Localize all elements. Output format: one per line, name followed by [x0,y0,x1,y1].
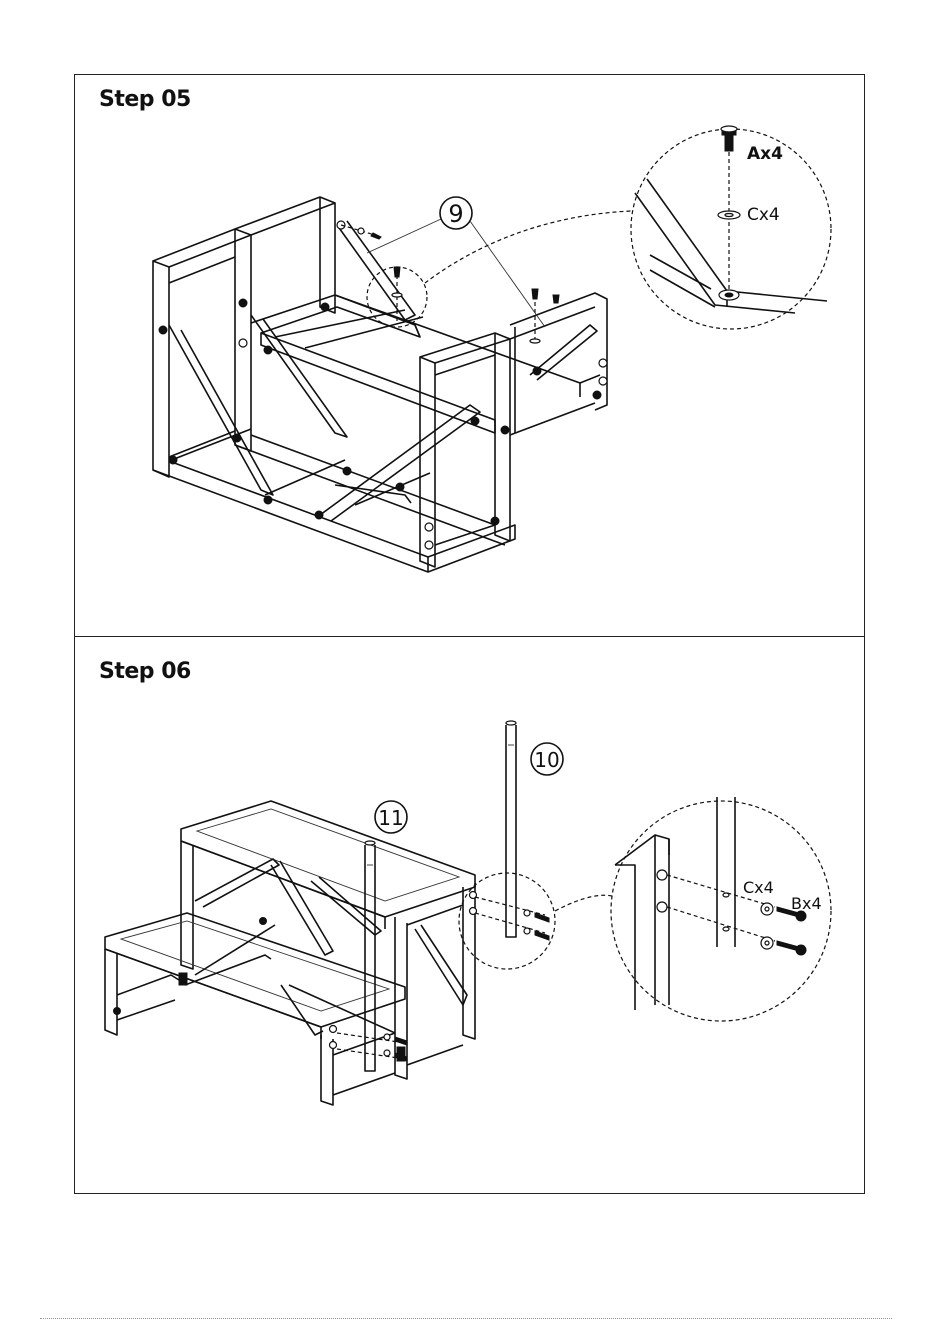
step-05-frame-drawing: 9 [153,197,631,572]
instruction-sheet: Step 05 Step 06 .f { fill: none; stroke:… [74,74,865,1194]
assembly-illustrations: .f { fill: none; stroke: #111; stroke-wi… [75,75,866,1195]
part-10-label: 10 [534,748,559,772]
hardware-C-label: Cx4 [747,205,780,225]
step-05-hardware-detail: Ax4 Cx4 [631,126,831,329]
hardware-C-label-step06: Cx4 [743,878,774,897]
part-9-label: 9 [448,200,463,228]
hardware-A-label: Ax4 [747,144,783,164]
step-06-hardware-detail: Cx4 Bx4 [611,797,831,1021]
hardware-B-label: Bx4 [791,894,822,913]
step-06-bench-drawing: 11 10 [105,721,615,1105]
page-bottom-rule [40,1318,892,1319]
part-11-label: 11 [378,806,403,830]
